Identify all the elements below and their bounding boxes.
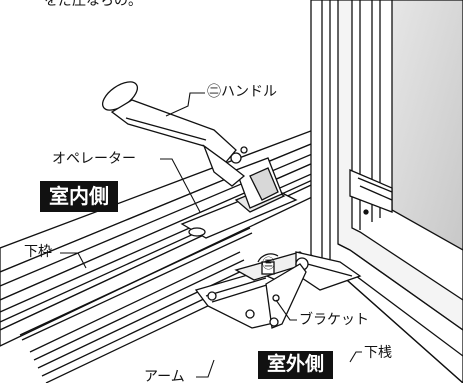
outdoor-side-tag: 室外側 bbox=[258, 351, 334, 379]
indoor-side-tag: 室内側 bbox=[40, 181, 118, 212]
sill-label: 下桟 bbox=[364, 345, 392, 361]
operator-label: オペレーター bbox=[52, 151, 136, 167]
handle-drawing bbox=[101, 81, 248, 187]
part-marker-label: ㊂ bbox=[262, 257, 276, 272]
arm-label: アーム bbox=[144, 369, 185, 385]
handle-label: ㊁ハンドル bbox=[207, 84, 277, 100]
top-partial-text: をだ圧ならの。 bbox=[44, 0, 142, 9]
window-sash bbox=[310, 0, 463, 383]
arm-bracket-assembly bbox=[194, 251, 362, 329]
glass-pane bbox=[391, 0, 463, 251]
lower-frame-label: 下枠 bbox=[24, 244, 52, 260]
leader-lines bbox=[60, 92, 362, 378]
bracket-label: ブラケット bbox=[299, 312, 369, 328]
operator-base bbox=[180, 157, 298, 239]
